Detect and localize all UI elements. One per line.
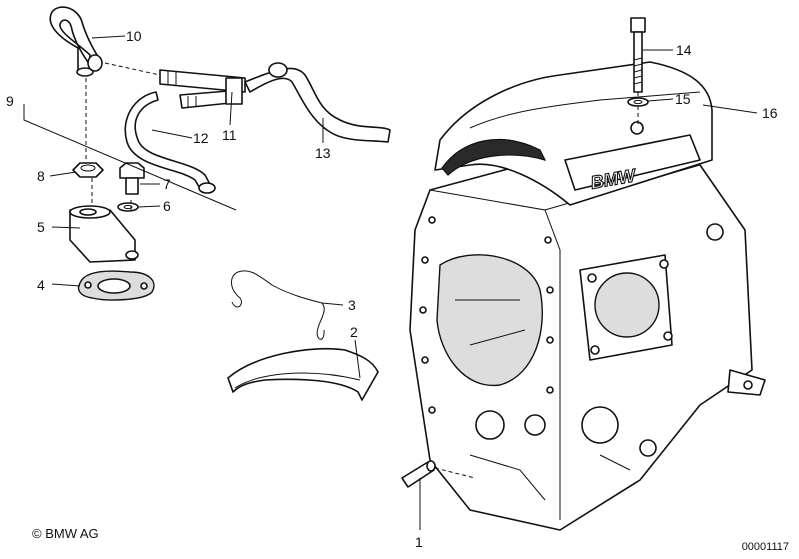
cover-plate (227, 347, 379, 401)
callout-1: 1 (415, 534, 423, 550)
callout-6: 6 (163, 198, 171, 214)
callout-16: 16 (762, 105, 778, 121)
dowel-pin (401, 460, 436, 488)
callout-10: 10 (126, 28, 142, 44)
hose-s-curve (124, 91, 216, 194)
callout-9: 9 (6, 93, 14, 109)
callout-3: 3 (348, 297, 356, 313)
copyright-notice: © BMW AG (32, 526, 99, 541)
hose-curved (244, 62, 391, 143)
diagram-reference-number: 00001117 (741, 541, 789, 553)
callout-4: 4 (37, 277, 45, 293)
callout-15: 15 (675, 91, 691, 107)
callout-13: 13 (315, 145, 331, 161)
cover-washer (627, 97, 649, 107)
callout-2: 2 (350, 324, 358, 340)
t-connector (159, 69, 246, 109)
callout-8: 8 (37, 168, 45, 184)
callout-14: 14 (676, 42, 692, 58)
hose-bend (49, 6, 103, 77)
callout-labels: 1 2 3 4 5 6 7 8 9 10 11 12 13 14 15 16 (6, 28, 778, 550)
callout-11: 11 (222, 127, 237, 143)
spring-clip (231, 270, 325, 340)
leader-lines (49, 35, 758, 530)
engine-block (409, 154, 766, 531)
gasket (77, 270, 155, 301)
callout-5: 5 (37, 219, 45, 235)
hex-nut (72, 162, 104, 178)
callout-7: 7 (163, 176, 171, 192)
washer (117, 202, 139, 212)
callout-12: 12 (193, 130, 209, 146)
elbow-fitting (69, 205, 139, 263)
group-9-bracket (23, 104, 237, 211)
short-bolt (119, 162, 145, 195)
